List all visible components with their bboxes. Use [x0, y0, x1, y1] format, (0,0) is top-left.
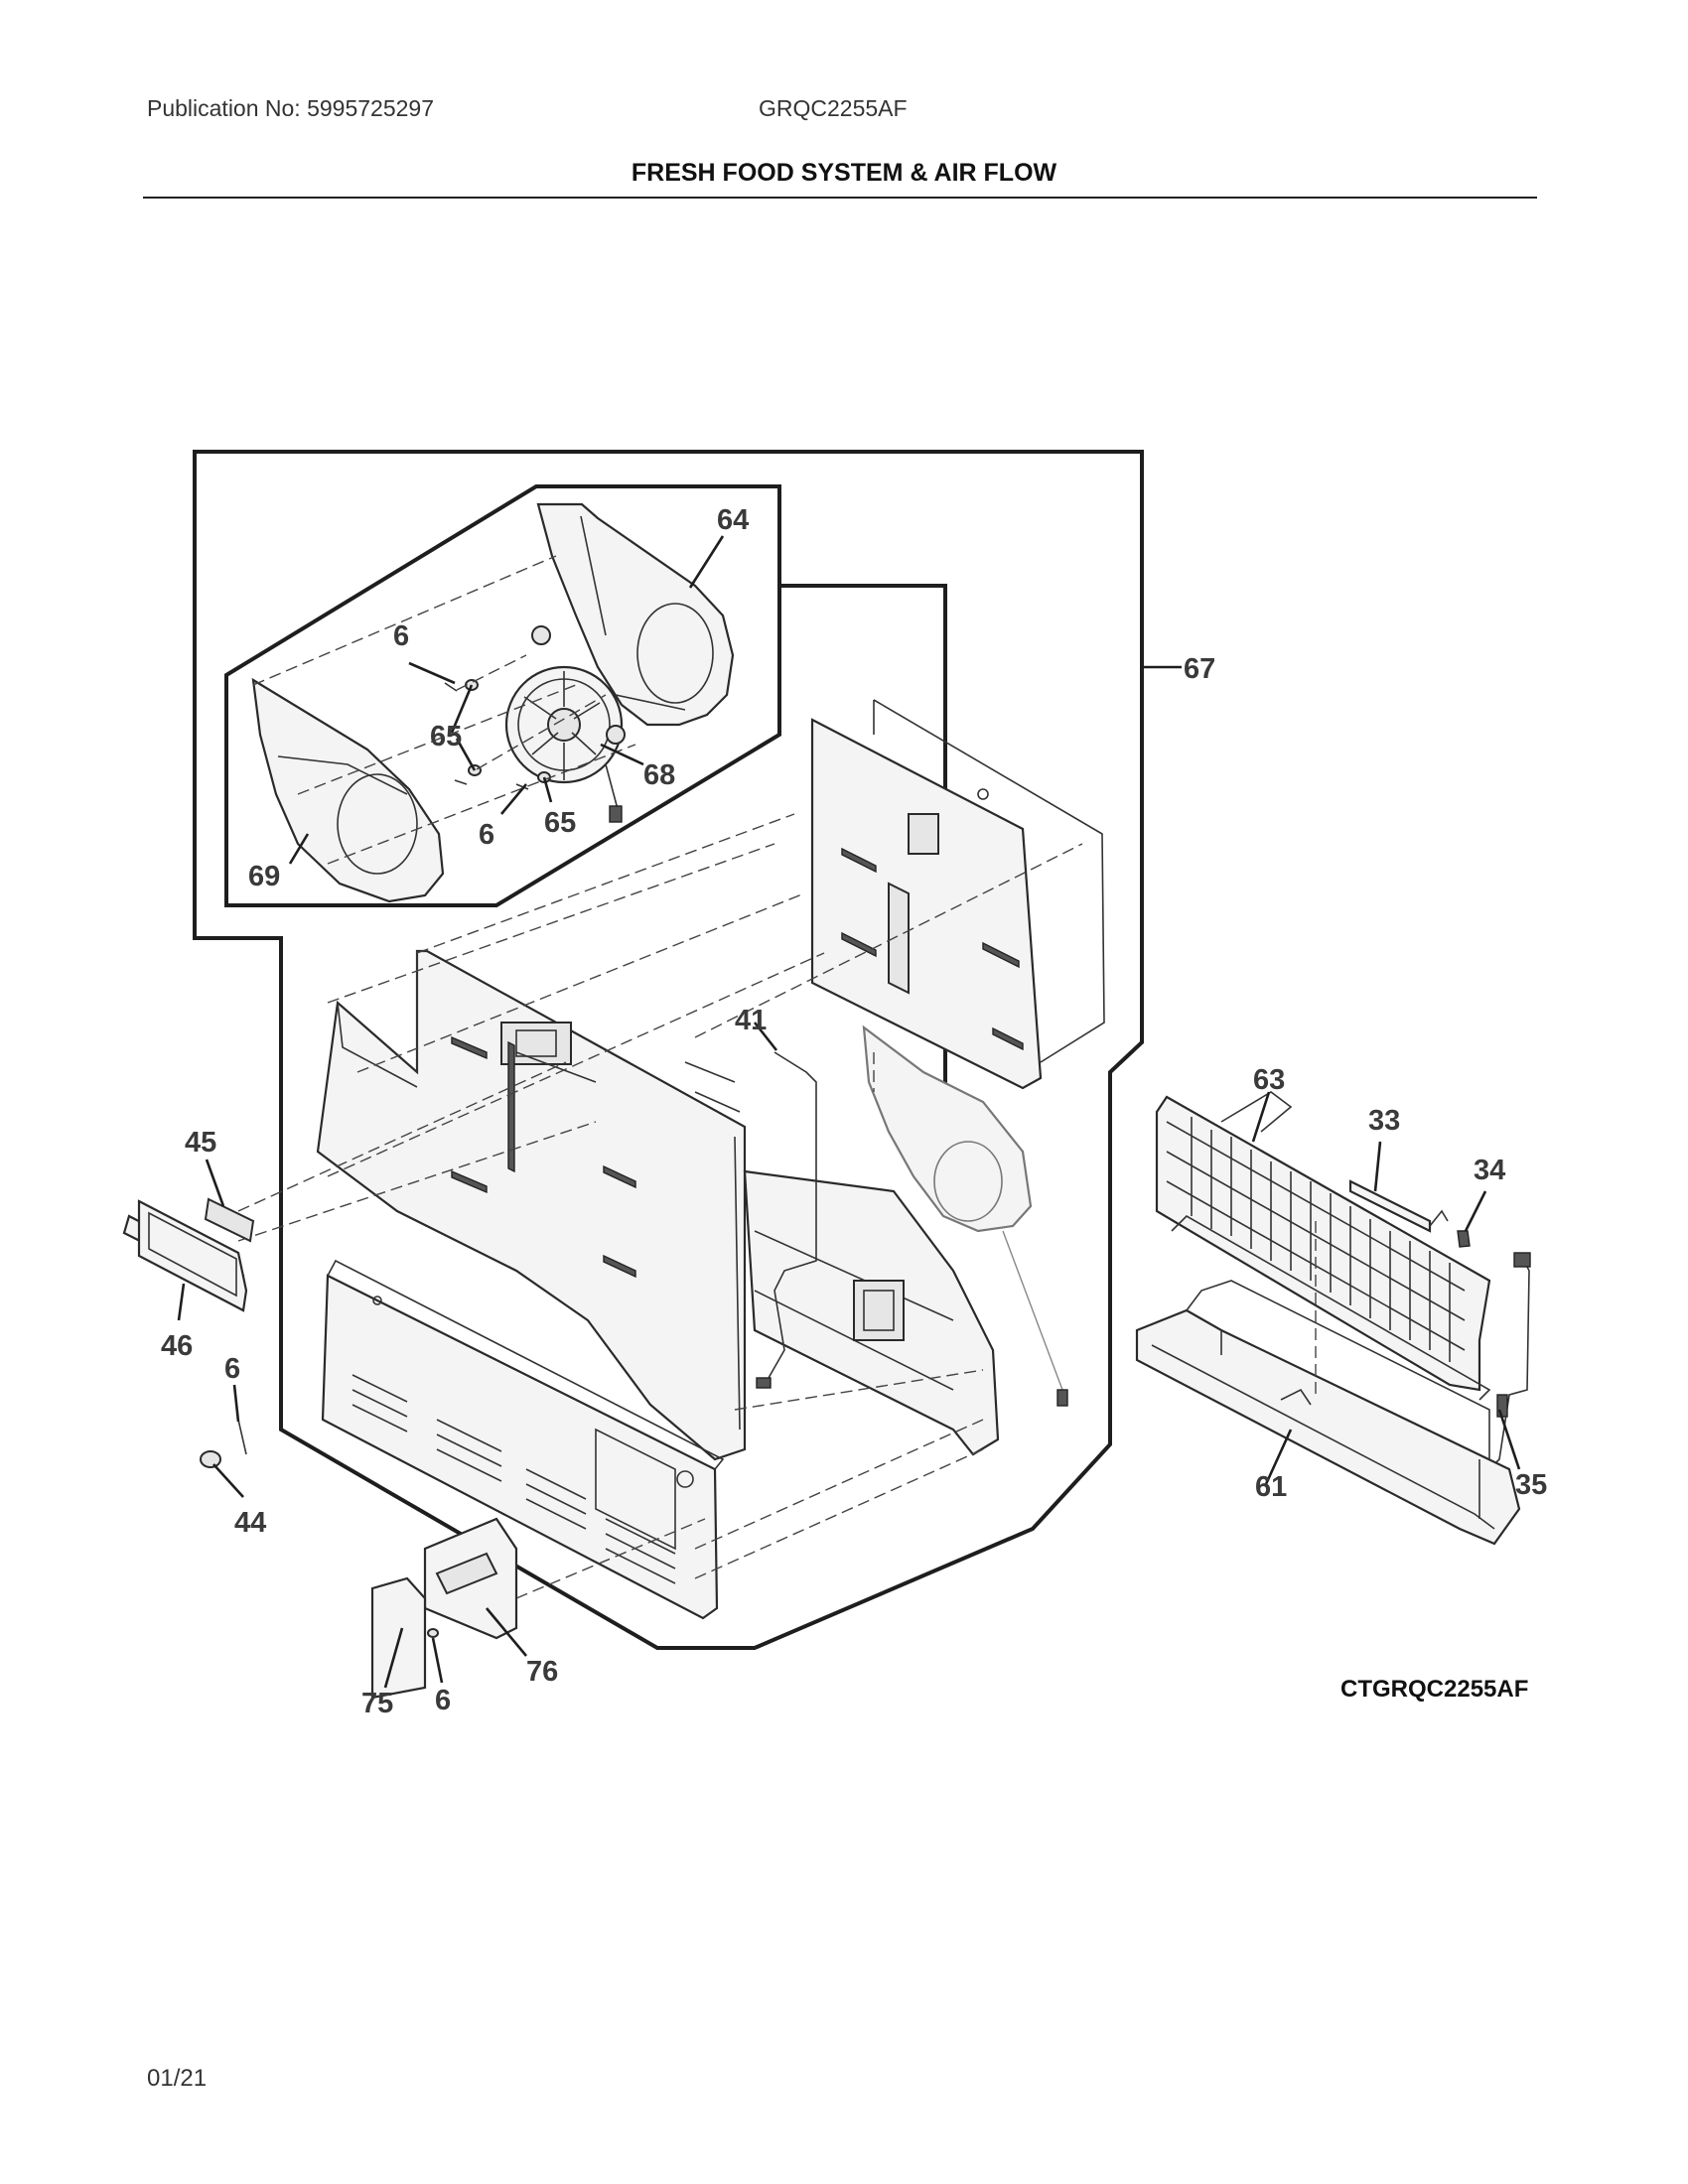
- page-title: FRESH FOOD SYSTEM & AIR FLOW: [631, 159, 1057, 187]
- callout-63: 63: [1253, 1064, 1285, 1096]
- callout-69: 69: [248, 861, 280, 892]
- leader-lines: [177, 535, 1521, 1689]
- model-number: GRQC2255AF: [759, 95, 908, 121]
- fan-housing-front: [251, 677, 445, 903]
- callout-46: 46: [161, 1330, 193, 1362]
- evaporator-coil: [1155, 1091, 1491, 1401]
- fan-wheel: [504, 625, 626, 823]
- fan-detail-inset: [224, 484, 781, 907]
- fan-housing-rear: [536, 502, 735, 727]
- callout-61: 61: [1255, 1471, 1287, 1503]
- screw-and-cap: [200, 1419, 247, 1468]
- sensor-plug: [756, 1377, 772, 1389]
- callout-34: 34: [1474, 1155, 1505, 1186]
- header-rule: [143, 197, 1537, 199]
- callout-75: 75: [361, 1688, 393, 1719]
- publication-number: Publication No: 5995725297: [147, 95, 435, 121]
- callout-45: 45: [185, 1127, 216, 1159]
- light-lens-assembly: [122, 1197, 255, 1312]
- callout-6-left: 6: [224, 1353, 240, 1385]
- control-bracket: [370, 1517, 518, 1700]
- callout-33: 33: [1368, 1105, 1400, 1137]
- callout-65-inset-upper: 65: [430, 721, 462, 752]
- callout-44: 44: [234, 1507, 266, 1539]
- lower-louver-panel: [321, 1259, 725, 1620]
- heater-bar: [1348, 1179, 1432, 1233]
- main-air-duct-cover: [316, 949, 747, 1461]
- assembly-group-frame: [193, 450, 1144, 1650]
- callout-68: 68: [643, 759, 675, 791]
- callout-numbers: 64 6 65 68 6 65 69 67 41 63 33 34 45 46 …: [161, 504, 1547, 1719]
- callout-35: 35: [1515, 1469, 1547, 1501]
- diagram-code: CTGRQC2255AF: [1340, 1676, 1529, 1703]
- callout-41: 41: [735, 1005, 767, 1036]
- callout-67: 67: [1184, 653, 1215, 685]
- drain-pan: [1135, 1280, 1521, 1546]
- wire-harness: [1488, 1252, 1531, 1470]
- sensor-wire: [764, 1051, 817, 1386]
- side-air-channel: [743, 1169, 1000, 1456]
- fan-assembly-ghost: [862, 1024, 1068, 1407]
- callout-6-inset-lower: 6: [479, 819, 494, 851]
- publication-date: 01/21: [147, 2065, 208, 2092]
- callout-64: 64: [717, 504, 749, 536]
- rear-duct-panel: [810, 699, 1105, 1090]
- callout-76: 76: [526, 1656, 558, 1688]
- callout-65-inset-lower: 65: [544, 807, 576, 839]
- sensor-clip: [1457, 1230, 1471, 1248]
- callout-6-bottom: 6: [435, 1685, 451, 1716]
- callout-6-inset-upper: 6: [393, 620, 409, 652]
